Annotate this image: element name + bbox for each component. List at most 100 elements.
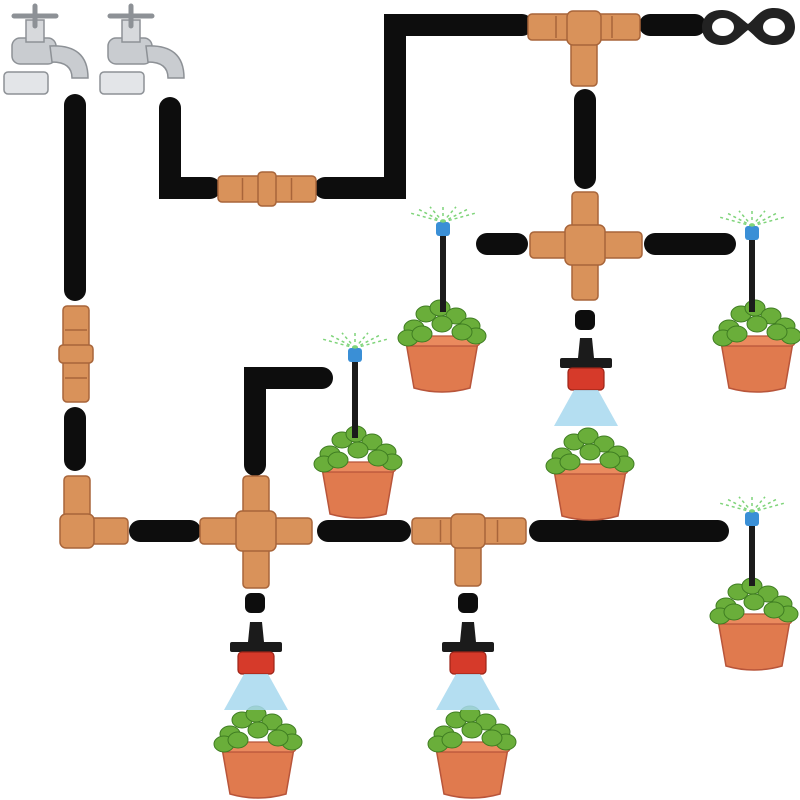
figure-eight-end-plug-icon [702, 8, 795, 45]
emitter-barb [578, 338, 594, 358]
fitting-hub [59, 513, 95, 549]
leaf [461, 721, 483, 739]
fittings-layer [58, 10, 643, 589]
fitting-collar [58, 344, 94, 364]
mist-spray [751, 212, 777, 227]
mist-spray [751, 216, 786, 227]
faucet-icon [99, 3, 185, 95]
potted-plant [427, 705, 517, 799]
stake-sprinkler-icon [409, 206, 477, 312]
tube-segment [244, 367, 333, 476]
potted-plant [313, 425, 403, 519]
pot-body [435, 747, 509, 799]
potted-plant [397, 299, 487, 393]
leaf [227, 731, 249, 749]
leaf [743, 593, 765, 611]
mist-spray [718, 502, 753, 513]
leaf [367, 449, 389, 467]
potted-plant [545, 427, 635, 521]
stake-sprinkler-icon [718, 496, 786, 586]
sprinkler-head [348, 348, 362, 362]
tube-segment [159, 97, 221, 199]
leaf [267, 729, 289, 747]
faucet-spout [145, 45, 185, 79]
mist-spray [321, 338, 356, 349]
leaf [746, 315, 768, 333]
fitting-collar [257, 171, 277, 207]
potted-plant [213, 705, 303, 799]
fitting-hub [564, 224, 606, 266]
faucet-spout [49, 45, 89, 79]
leaf [599, 451, 621, 469]
potted-plant [709, 577, 799, 671]
leaf [431, 315, 453, 333]
leaf [481, 729, 503, 747]
adjustable-drip-emitter-icon [436, 622, 500, 710]
tube-segment [314, 14, 533, 199]
leaf [411, 325, 433, 343]
cross-connector-icon [529, 191, 643, 301]
end-plug-hole [763, 18, 785, 36]
cross-connector-icon [199, 475, 313, 589]
emitter-cap [230, 642, 282, 652]
leaf [559, 453, 581, 471]
faucet-icon [3, 3, 89, 95]
mist-spray [727, 212, 753, 227]
fitting-hub [450, 513, 486, 549]
sprinkler-head [745, 512, 759, 526]
mist-spray [718, 216, 753, 227]
tube-stub [575, 310, 595, 330]
leaf [441, 731, 463, 749]
leaf [247, 721, 269, 739]
mist-spray [409, 212, 444, 223]
sprinkler-stake [352, 358, 358, 438]
emitter-barb [248, 622, 264, 642]
emitter-body [237, 651, 275, 675]
pot-body [717, 619, 791, 671]
elbow-connector-icon [59, 475, 129, 549]
leaf [766, 323, 788, 341]
emitter-cap [560, 358, 612, 368]
pot-body [221, 747, 295, 799]
tube-stub [245, 593, 265, 613]
straight-coupling-icon [217, 171, 317, 207]
leaf [726, 325, 748, 343]
emitter-barb [460, 622, 476, 642]
faucet-base [3, 71, 49, 95]
pot-body [321, 467, 395, 519]
tee-connector-icon [527, 10, 641, 87]
emitter-body [567, 367, 605, 391]
stake-sprinkler-icon [718, 210, 786, 312]
emitter-cap [442, 642, 494, 652]
pot-body [405, 341, 479, 393]
leaf [763, 601, 785, 619]
emitter-body [449, 651, 487, 675]
mist-spray [442, 208, 468, 223]
pot-body [720, 341, 794, 393]
tubing-layer [64, 14, 736, 613]
mist-spray [354, 334, 380, 349]
faucet-base [99, 71, 145, 95]
mist-spray [751, 502, 786, 513]
potted-plant [712, 299, 800, 393]
leaf [327, 451, 349, 469]
leaf [347, 441, 369, 459]
mist-spray [751, 498, 777, 513]
sprinkler-stake [440, 232, 446, 312]
mist-spray [354, 338, 389, 349]
leaf [451, 323, 473, 341]
sprinkler-stake [749, 522, 755, 586]
faucet-handle [11, 3, 59, 29]
mist-spray [418, 208, 444, 223]
mist-spray [330, 334, 356, 349]
stake-sprinkler-icon [321, 332, 389, 438]
pot-body [553, 469, 627, 521]
spray-cone [224, 674, 288, 710]
fitting-hub [566, 10, 602, 46]
mist-spray [442, 212, 477, 223]
mist-spray [727, 498, 753, 513]
straight-coupling-icon [58, 305, 94, 403]
sprinkler-head [745, 226, 759, 240]
adjustable-drip-emitter-icon [224, 622, 288, 710]
